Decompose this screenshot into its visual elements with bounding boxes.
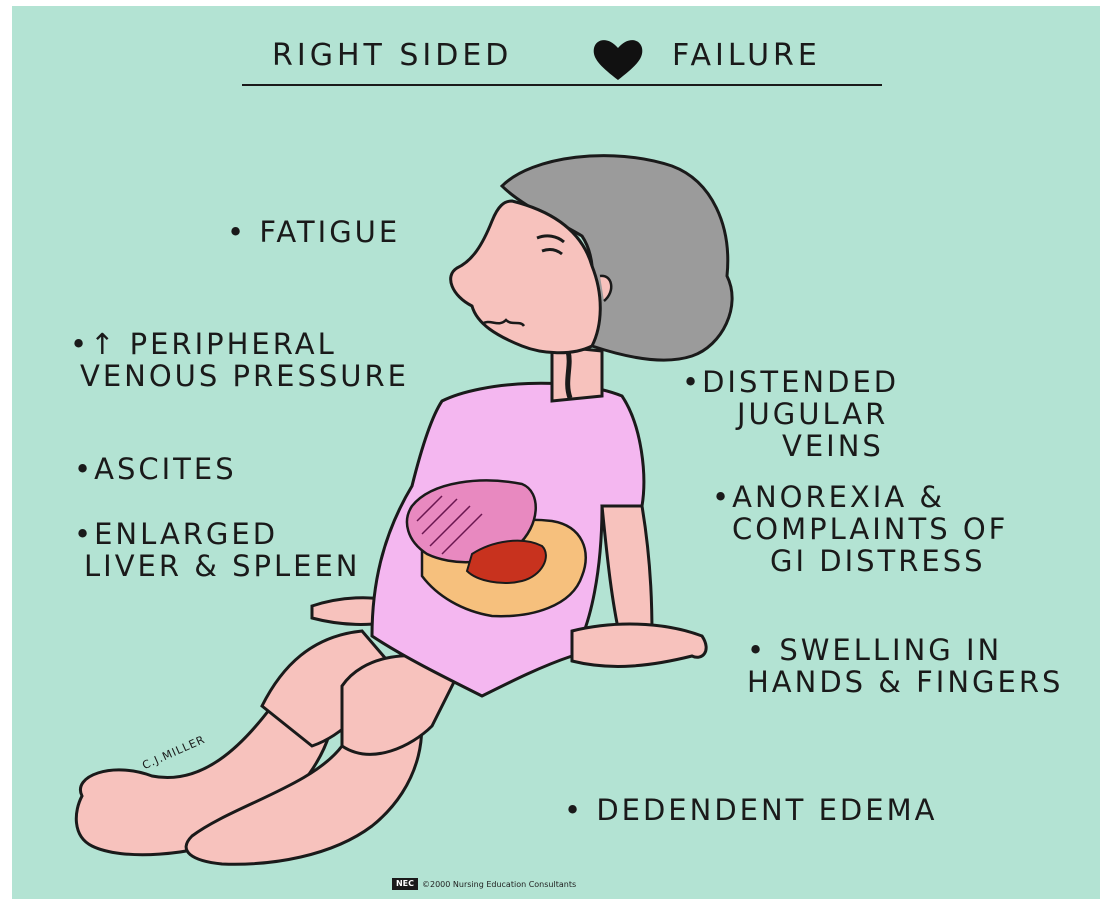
- jugular-vein: [568, 351, 570, 398]
- symptom-enlarged-liver-spleen: •ENLARGED LIVER & SPLEEN: [74, 518, 360, 582]
- symptom-peripheral-line2: VENOUS PRESSURE: [80, 360, 409, 392]
- copyright-text: ©2000 Nursing Education Consultants: [422, 880, 576, 889]
- symptom-distended-jugular-veins: •DISTENDED JUGULAR VEINS: [682, 366, 899, 462]
- symptom-anorexia-line3: GI DISTRESS: [770, 545, 1008, 577]
- copyright-notice: NEC ©2000 Nursing Education Consultants: [392, 878, 576, 890]
- symptom-enlarged-line2: LIVER & SPLEEN: [84, 550, 360, 582]
- symptom-dependent-edema: • DEDENDENT EDEMA: [564, 794, 937, 826]
- symptom-fatigue: • FATIGUE: [227, 216, 400, 248]
- illustration-panel: RIGHT SIDED FAILURE: [12, 6, 1100, 899]
- symptom-anorexia-line2: COMPLAINTS OF: [732, 513, 1008, 545]
- symptom-jugular-line2: JUGULAR: [737, 398, 899, 430]
- right-hand: [572, 624, 706, 666]
- symptom-jugular-line1: •DISTENDED: [682, 366, 899, 398]
- symptom-ascites: •ASCITES: [74, 453, 237, 485]
- symptom-peripheral-venous-pressure: •↑ PERIPHERAL VENOUS PRESSURE: [70, 328, 409, 392]
- publisher-logo: NEC: [392, 878, 418, 890]
- symptom-swelling-line1: • SWELLING IN: [747, 634, 1063, 666]
- symptom-swelling-hands-fingers: • SWELLING IN HANDS & FINGERS: [747, 634, 1063, 698]
- symptom-anorexia-gi-distress: •ANOREXIA & COMPLAINTS OF GI DISTRESS: [712, 481, 1008, 577]
- symptom-anorexia-line1: •ANOREXIA &: [712, 481, 1008, 513]
- symptom-swelling-line2: HANDS & FINGERS: [747, 666, 1063, 698]
- symptom-enlarged-line1: •ENLARGED: [74, 518, 360, 550]
- symptom-jugular-line3: VEINS: [782, 430, 899, 462]
- symptom-peripheral-line1: •↑ PERIPHERAL: [70, 328, 409, 360]
